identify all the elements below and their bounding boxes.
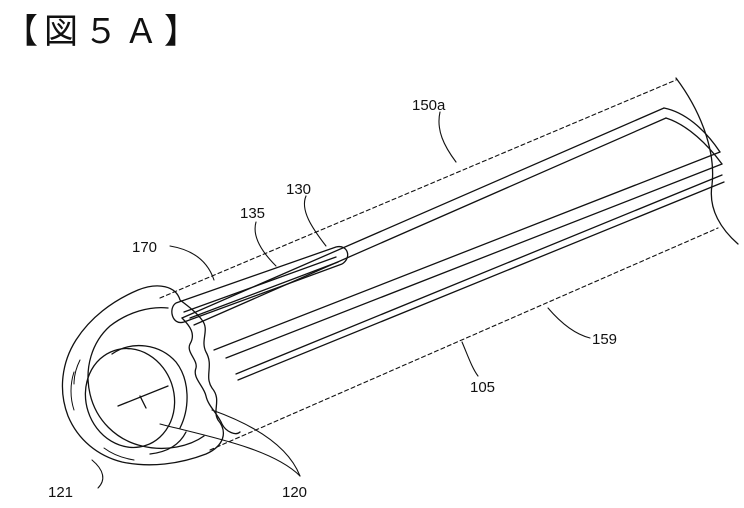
outer-sheath-outline bbox=[160, 80, 718, 450]
label-150a: 150a bbox=[412, 97, 446, 114]
label-135: 135 bbox=[240, 205, 265, 222]
label-159: 159 bbox=[592, 331, 617, 348]
leader-135 bbox=[255, 222, 276, 266]
leader-121 bbox=[92, 460, 103, 488]
inner-core-cylinder bbox=[73, 337, 188, 459]
label-105: 105 bbox=[470, 379, 495, 396]
label-170: 170 bbox=[132, 239, 157, 256]
leader-130 bbox=[304, 196, 326, 246]
leader-105 bbox=[462, 342, 478, 376]
catheter-body-edges bbox=[182, 108, 724, 380]
leader-170 bbox=[170, 246, 214, 280]
label-120: 120 bbox=[282, 484, 307, 501]
end-face-shading bbox=[71, 360, 134, 460]
label-121: 121 bbox=[48, 484, 73, 501]
leader-150a bbox=[439, 112, 456, 162]
break-seam bbox=[182, 318, 240, 434]
sheath-far-end bbox=[676, 78, 738, 244]
end-face-inner-ring bbox=[88, 308, 204, 449]
label-130: 130 bbox=[286, 181, 311, 198]
distal-end-face bbox=[62, 286, 223, 465]
leader-159 bbox=[548, 308, 590, 338]
